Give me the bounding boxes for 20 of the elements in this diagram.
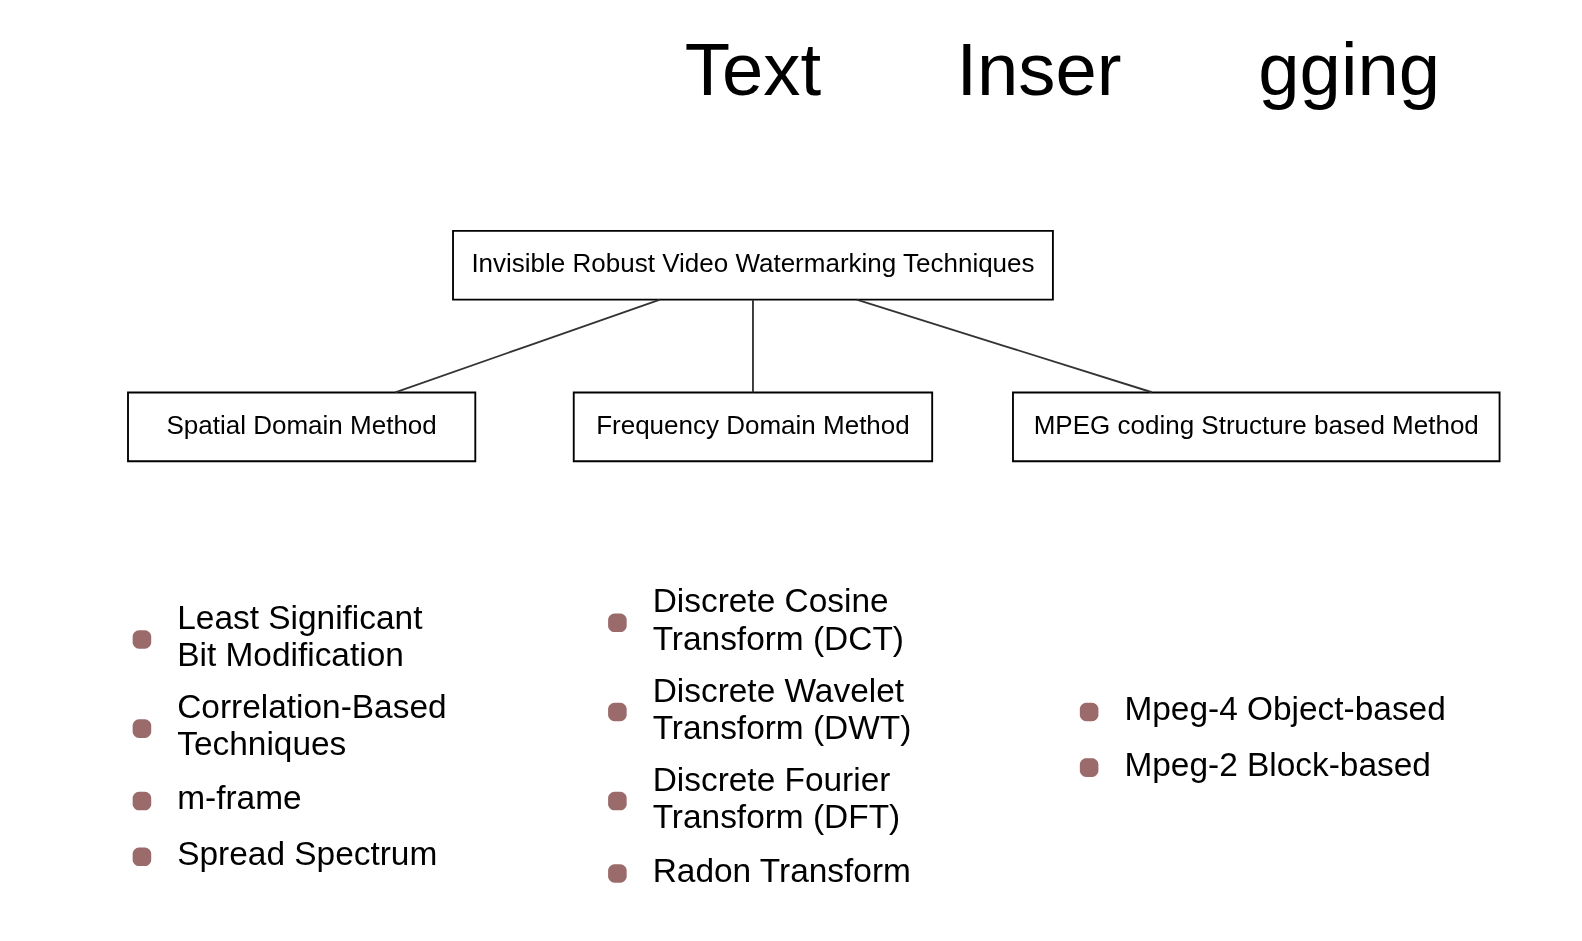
label: Inser bbox=[955, 28, 1122, 112]
node-box: Frequency Domain Method bbox=[572, 391, 933, 463]
node-label: m-frame bbox=[176, 779, 302, 817]
connector bbox=[393, 298, 661, 394]
node-box: MPEG coding Structure based Method bbox=[1011, 391, 1500, 463]
node-label: Correlation-Based Techniques bbox=[176, 688, 447, 763]
node-label: Discrete Wavelet Transform (DWT) bbox=[652, 671, 911, 746]
node-label: Radon Transform bbox=[652, 851, 911, 889]
node-label: Discrete Cosine Transform (DCT) bbox=[652, 582, 904, 657]
connector bbox=[751, 298, 754, 394]
node-label: Mpeg-4 Object-based bbox=[1123, 690, 1446, 728]
label: gging bbox=[1257, 28, 1440, 112]
node-box: Spatial Domain Method bbox=[126, 391, 476, 463]
node-label: Least Significant Bit Modification bbox=[176, 599, 422, 674]
label: Text bbox=[684, 28, 821, 112]
node-label: Spread Spectrum bbox=[176, 834, 437, 872]
connector bbox=[855, 298, 1153, 394]
node-box: Invisible Robust Video Watermarking Techniques bbox=[451, 230, 1054, 301]
node-label: Discrete Fourier Transform (DFT) bbox=[652, 760, 900, 835]
node-label: Mpeg-2 Block-based bbox=[1123, 745, 1431, 783]
